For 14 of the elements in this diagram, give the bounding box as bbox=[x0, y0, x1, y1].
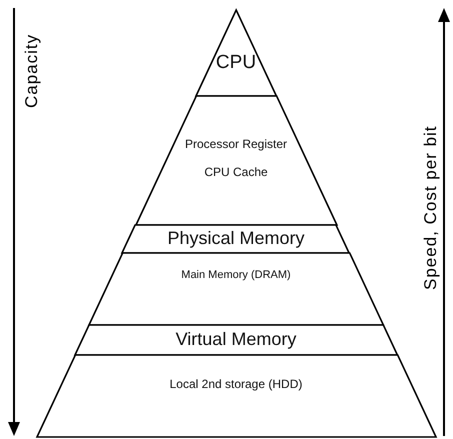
pyramid-apex bbox=[196, 10, 276, 96]
band-label: Virtual Memory bbox=[174, 329, 298, 351]
axis-label: Capacity bbox=[22, 34, 42, 108]
pyramid-band bbox=[36, 355, 436, 437]
band-label: Processor Register bbox=[184, 136, 288, 151]
pyramid-band bbox=[88, 253, 384, 325]
pyramid-band bbox=[74, 325, 398, 355]
band-label: Main Memory (DRAM) bbox=[180, 269, 292, 283]
pyramid-band bbox=[122, 225, 350, 253]
band-label: Physical Memory bbox=[166, 228, 306, 250]
band-label: CPU Cache bbox=[203, 164, 269, 180]
band-label: CPU bbox=[214, 52, 258, 75]
band-label: Local 2nd storage (HDD) bbox=[168, 376, 304, 391]
axis-label: Speed, Cost per bit bbox=[421, 125, 441, 290]
